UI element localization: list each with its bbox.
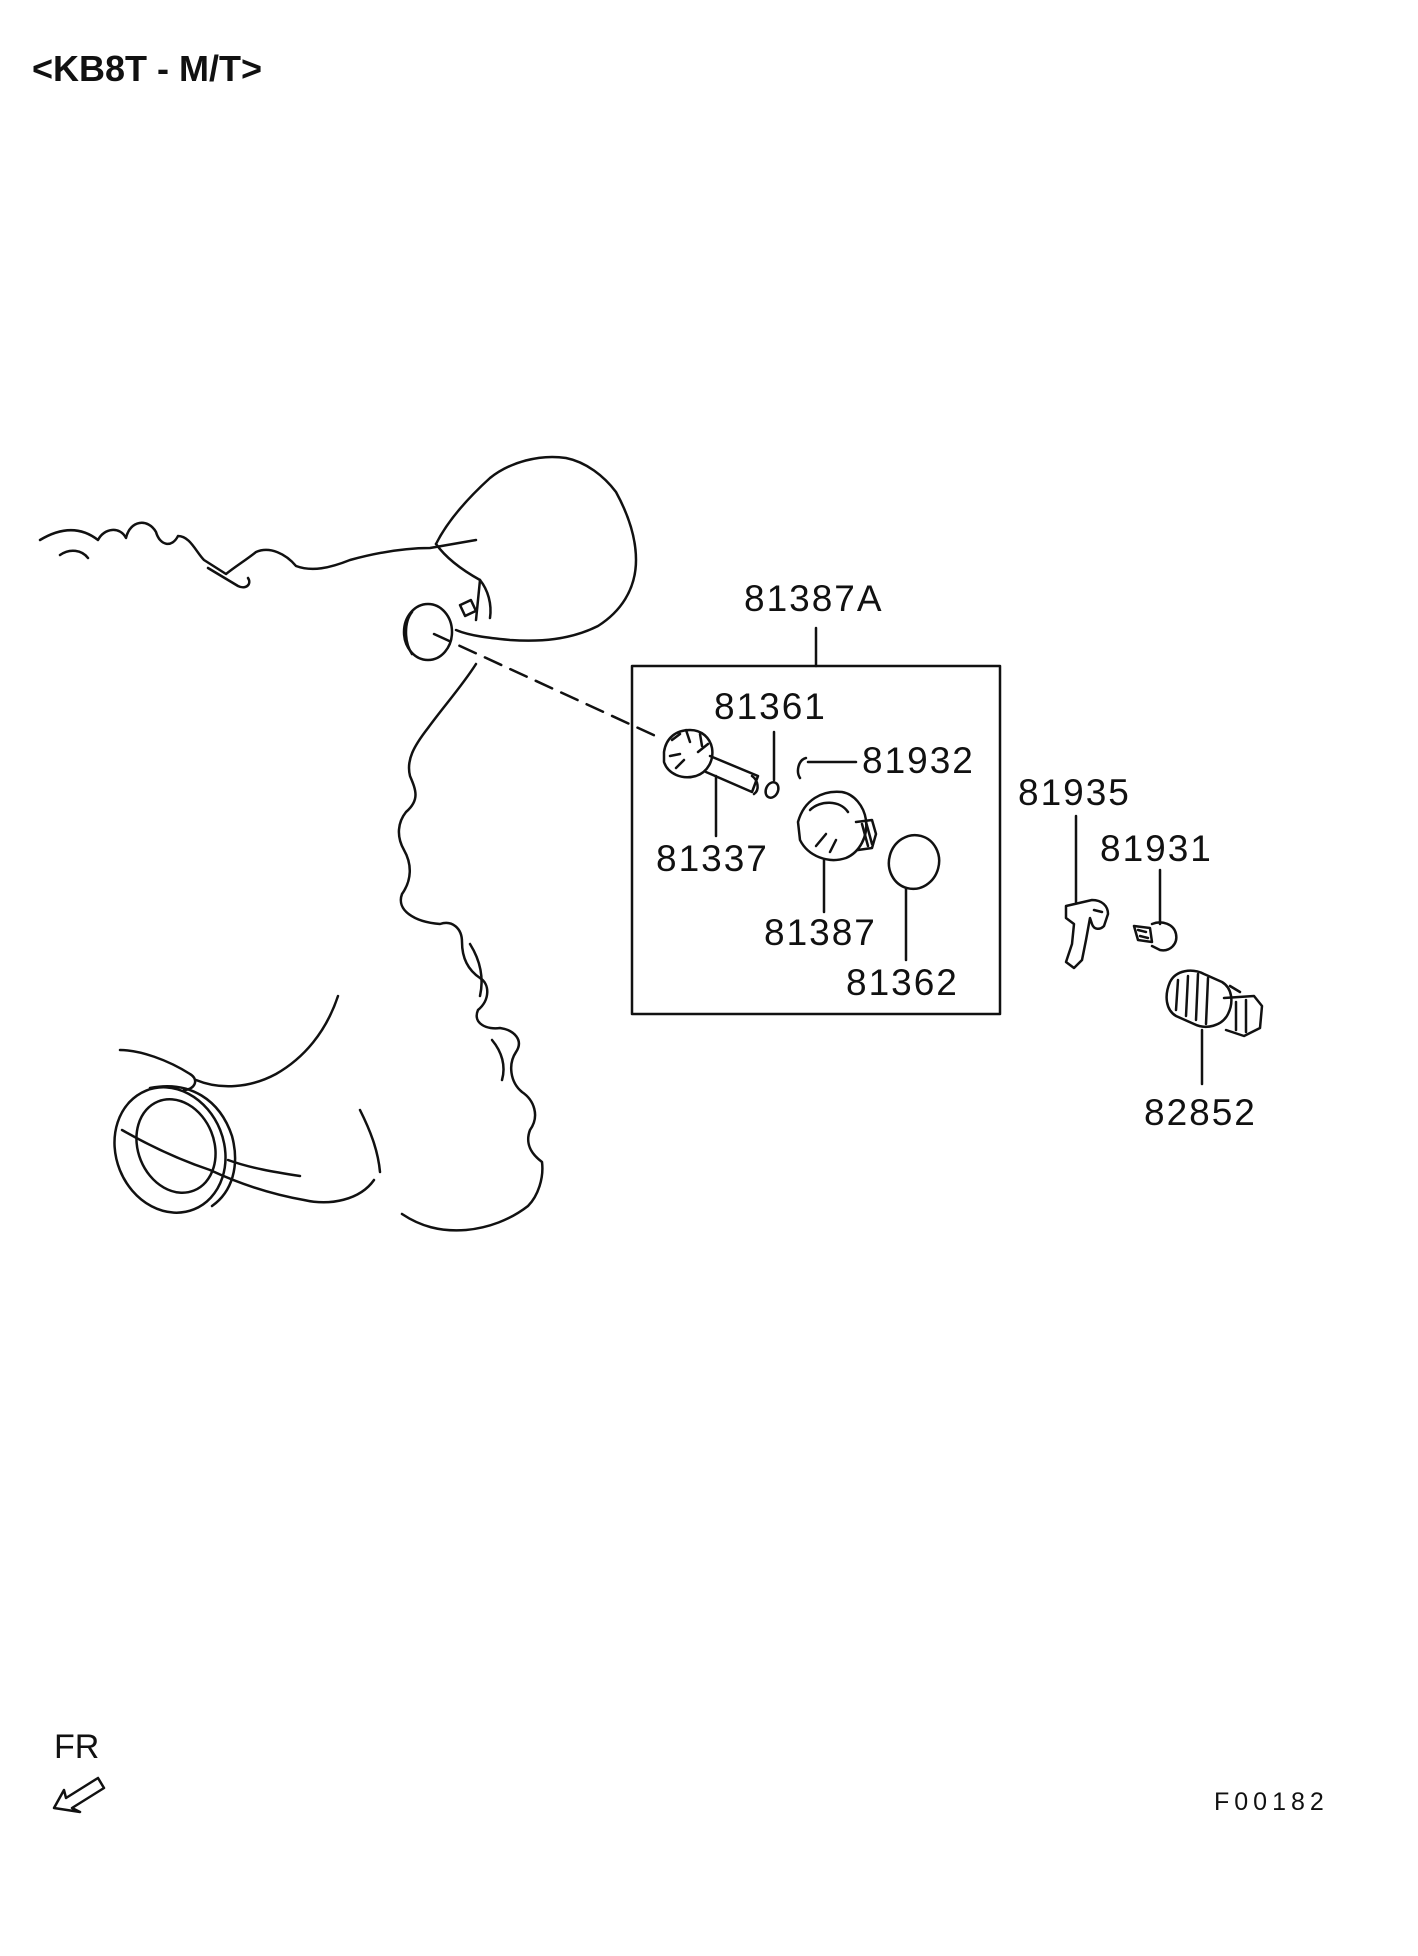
label-82852: 82852: [1144, 1092, 1257, 1133]
label-81935: 81935: [1018, 772, 1131, 813]
diagram-title: <KB8T - M/T>: [32, 48, 263, 89]
bolt: [1132, 921, 1178, 952]
clip-ring: [796, 756, 808, 780]
label-81931: 81931: [1100, 828, 1213, 869]
bracket: [1064, 898, 1110, 970]
o-ring-small: [764, 781, 780, 799]
figure-code: F00182: [1214, 1788, 1329, 1816]
label-81387: 81387: [764, 912, 877, 953]
label-81932: 81932: [862, 740, 975, 781]
driven-gear-shaft: [662, 728, 760, 796]
orientation-label: FR: [54, 1728, 100, 1766]
label-81337: 81337: [656, 838, 769, 879]
transmission-housing: [38, 455, 638, 1232]
gasket: [887, 833, 941, 891]
speedometer-sleeve: [796, 790, 878, 862]
label-81361: 81361: [714, 686, 827, 727]
label-81387A: 81387A: [744, 578, 884, 619]
front-arrow-icon: [52, 1776, 106, 1814]
dashed-location-line: [432, 632, 662, 740]
speed-sensor: [1165, 969, 1264, 1038]
label-81362: 81362: [846, 962, 959, 1003]
